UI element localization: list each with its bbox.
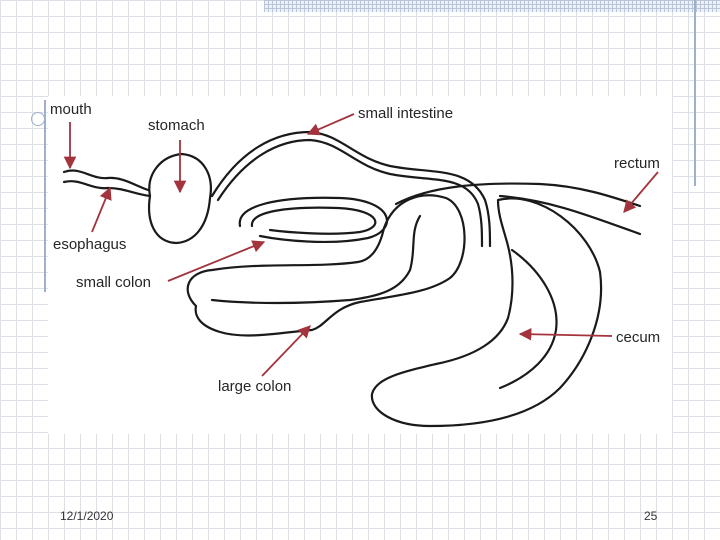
small-intestine-shape-inner <box>216 138 484 248</box>
esophagus-arrow <box>91 186 112 233</box>
large-colon-shape <box>186 194 466 337</box>
label-arrows <box>63 113 659 377</box>
cecum-inner-fold <box>498 248 558 390</box>
small-intestine-shape <box>210 130 492 248</box>
small-colon-shape-inner <box>250 206 377 235</box>
label-cecum: cecum <box>616 329 660 346</box>
rectum-shape-lower <box>498 194 642 236</box>
large-colon-inner-fold <box>210 214 422 305</box>
label-large-colon: large colon <box>218 378 291 395</box>
horse-digestive-tract-diagram: mouth stomach small intestine rectum eso… <box>50 101 660 428</box>
slide-header-band <box>264 0 720 12</box>
rectum-arrow <box>623 171 659 213</box>
digestive-tract-outline <box>62 130 642 428</box>
label-mouth: mouth <box>50 101 92 118</box>
small-intestine-arrow <box>306 113 355 136</box>
cecum-shape <box>370 197 603 428</box>
small-colon-shape <box>238 196 388 244</box>
stomach-shape <box>148 152 212 245</box>
large-colon-arrow <box>261 325 311 377</box>
small-colon-arrow <box>167 240 266 282</box>
diagram-labels: mouth stomach small intestine rectum eso… <box>50 101 660 395</box>
label-stomach: stomach <box>148 117 205 134</box>
digestive-diagram-panel: mouth stomach small intestine rectum eso… <box>48 96 672 434</box>
rectum-shape <box>394 182 642 208</box>
label-small-colon: small colon <box>76 274 151 291</box>
label-rectum: rectum <box>614 155 660 172</box>
slide-footer-date: 12/1/2020 <box>60 509 114 523</box>
label-esophagus: esophagus <box>53 236 126 253</box>
slide-page-number: 25 <box>644 509 658 523</box>
slide-right-rule <box>694 0 696 186</box>
slide-left-bracket <box>44 100 52 292</box>
bracket-circle-decoration <box>31 112 45 126</box>
cecum-arrow <box>518 327 613 341</box>
label-small-intestine: small intestine <box>358 105 453 122</box>
esophagus-shape <box>62 169 150 192</box>
